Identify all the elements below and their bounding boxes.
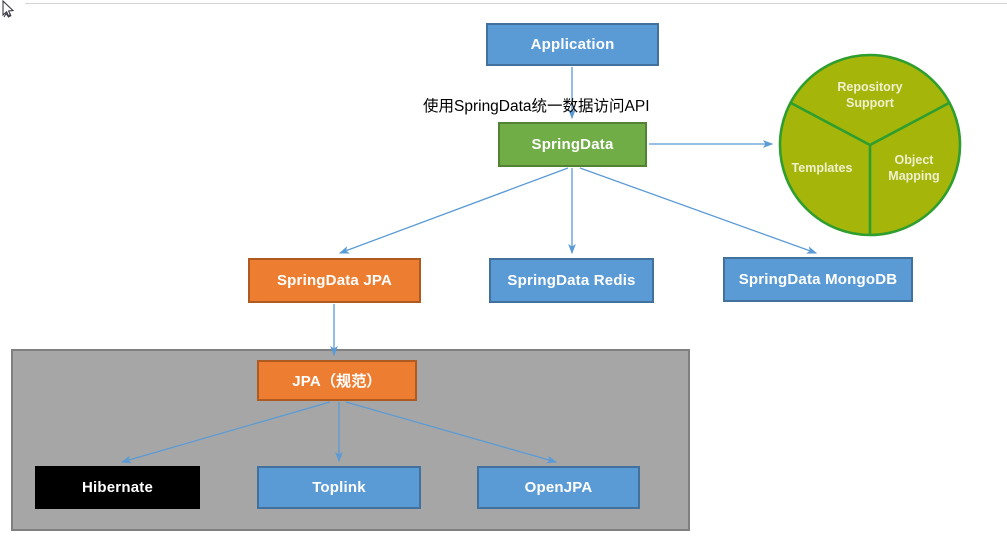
node-springdata-redis: SpringData Redis bbox=[489, 258, 654, 303]
node-toplink: Toplink bbox=[257, 466, 421, 509]
arrow-springdata-to-mongodb bbox=[579, 167, 818, 254]
arrow-spec-to-openjpa bbox=[345, 401, 558, 464]
caption-text: 使用SpringData统一数据访问API bbox=[423, 98, 650, 115]
node-application: Application bbox=[486, 23, 659, 66]
cursor-icon bbox=[2, 0, 15, 18]
pie-segment-repository-support: Repository Support bbox=[837, 80, 903, 110]
node-hibernate: Hibernate bbox=[35, 466, 200, 509]
pie-segment-object-mapping: Object Mapping bbox=[888, 153, 940, 183]
node-jpa-spec: JPA（规范） bbox=[257, 360, 417, 401]
arrow-springdata-to-jpa bbox=[338, 167, 569, 254]
node-springdata: SpringData bbox=[498, 122, 647, 167]
pie-segment-templates: Templates bbox=[791, 161, 853, 175]
node-springdata-mongodb: SpringData MongoDB bbox=[723, 257, 913, 302]
pie-circle bbox=[778, 53, 962, 237]
arrow-spec-to-hibernate bbox=[120, 401, 331, 464]
node-springdata-jpa: SpringData JPA bbox=[248, 258, 421, 303]
node-openjpa: OpenJPA bbox=[477, 466, 640, 509]
page-top-divider bbox=[25, 3, 1007, 4]
